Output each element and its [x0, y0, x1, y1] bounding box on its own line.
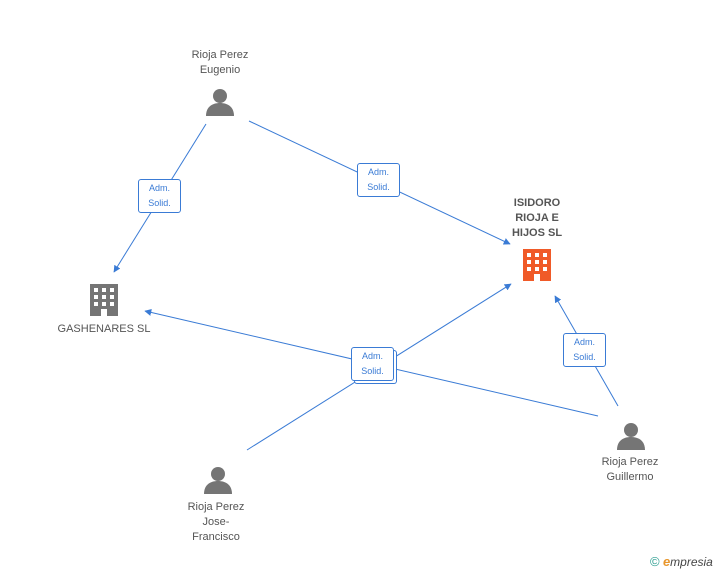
brand-logo: empresia: [662, 554, 713, 569]
node-label-gashenares[interactable]: GASHENARES SL: [57, 323, 151, 335]
node-label-jose[interactable]: Rioja Perez Jose- Francisco: [187, 501, 245, 543]
node-label-isidoro[interactable]: ISIDORO RIOJA E HIJOS SL: [511, 197, 563, 239]
person-icon-eugenio[interactable]: [206, 89, 234, 116]
building-icon-gashenares[interactable]: [90, 284, 118, 316]
node-label-eugenio[interactable]: Rioja Perez Eugenio: [191, 49, 249, 76]
edge-label-jose-isidoro: Adm. Solid.: [351, 347, 394, 381]
building-icon-isidoro[interactable]: [523, 249, 551, 281]
person-icon-guillermo[interactable]: [617, 423, 645, 450]
person-icon-jose[interactable]: [204, 467, 232, 494]
edge-label-eugenio-isidoro: Adm. Solid.: [357, 163, 400, 197]
edge-label-guillermo-isidoro: Adm. Solid.: [563, 333, 606, 367]
node-label-guillermo[interactable]: Rioja Perez Guillermo: [601, 456, 659, 483]
brand-footer: © empresia: [650, 554, 713, 569]
copyright-icon: ©: [650, 554, 660, 569]
edge-label-eugenio-gashenares: Adm. Solid.: [138, 179, 181, 213]
